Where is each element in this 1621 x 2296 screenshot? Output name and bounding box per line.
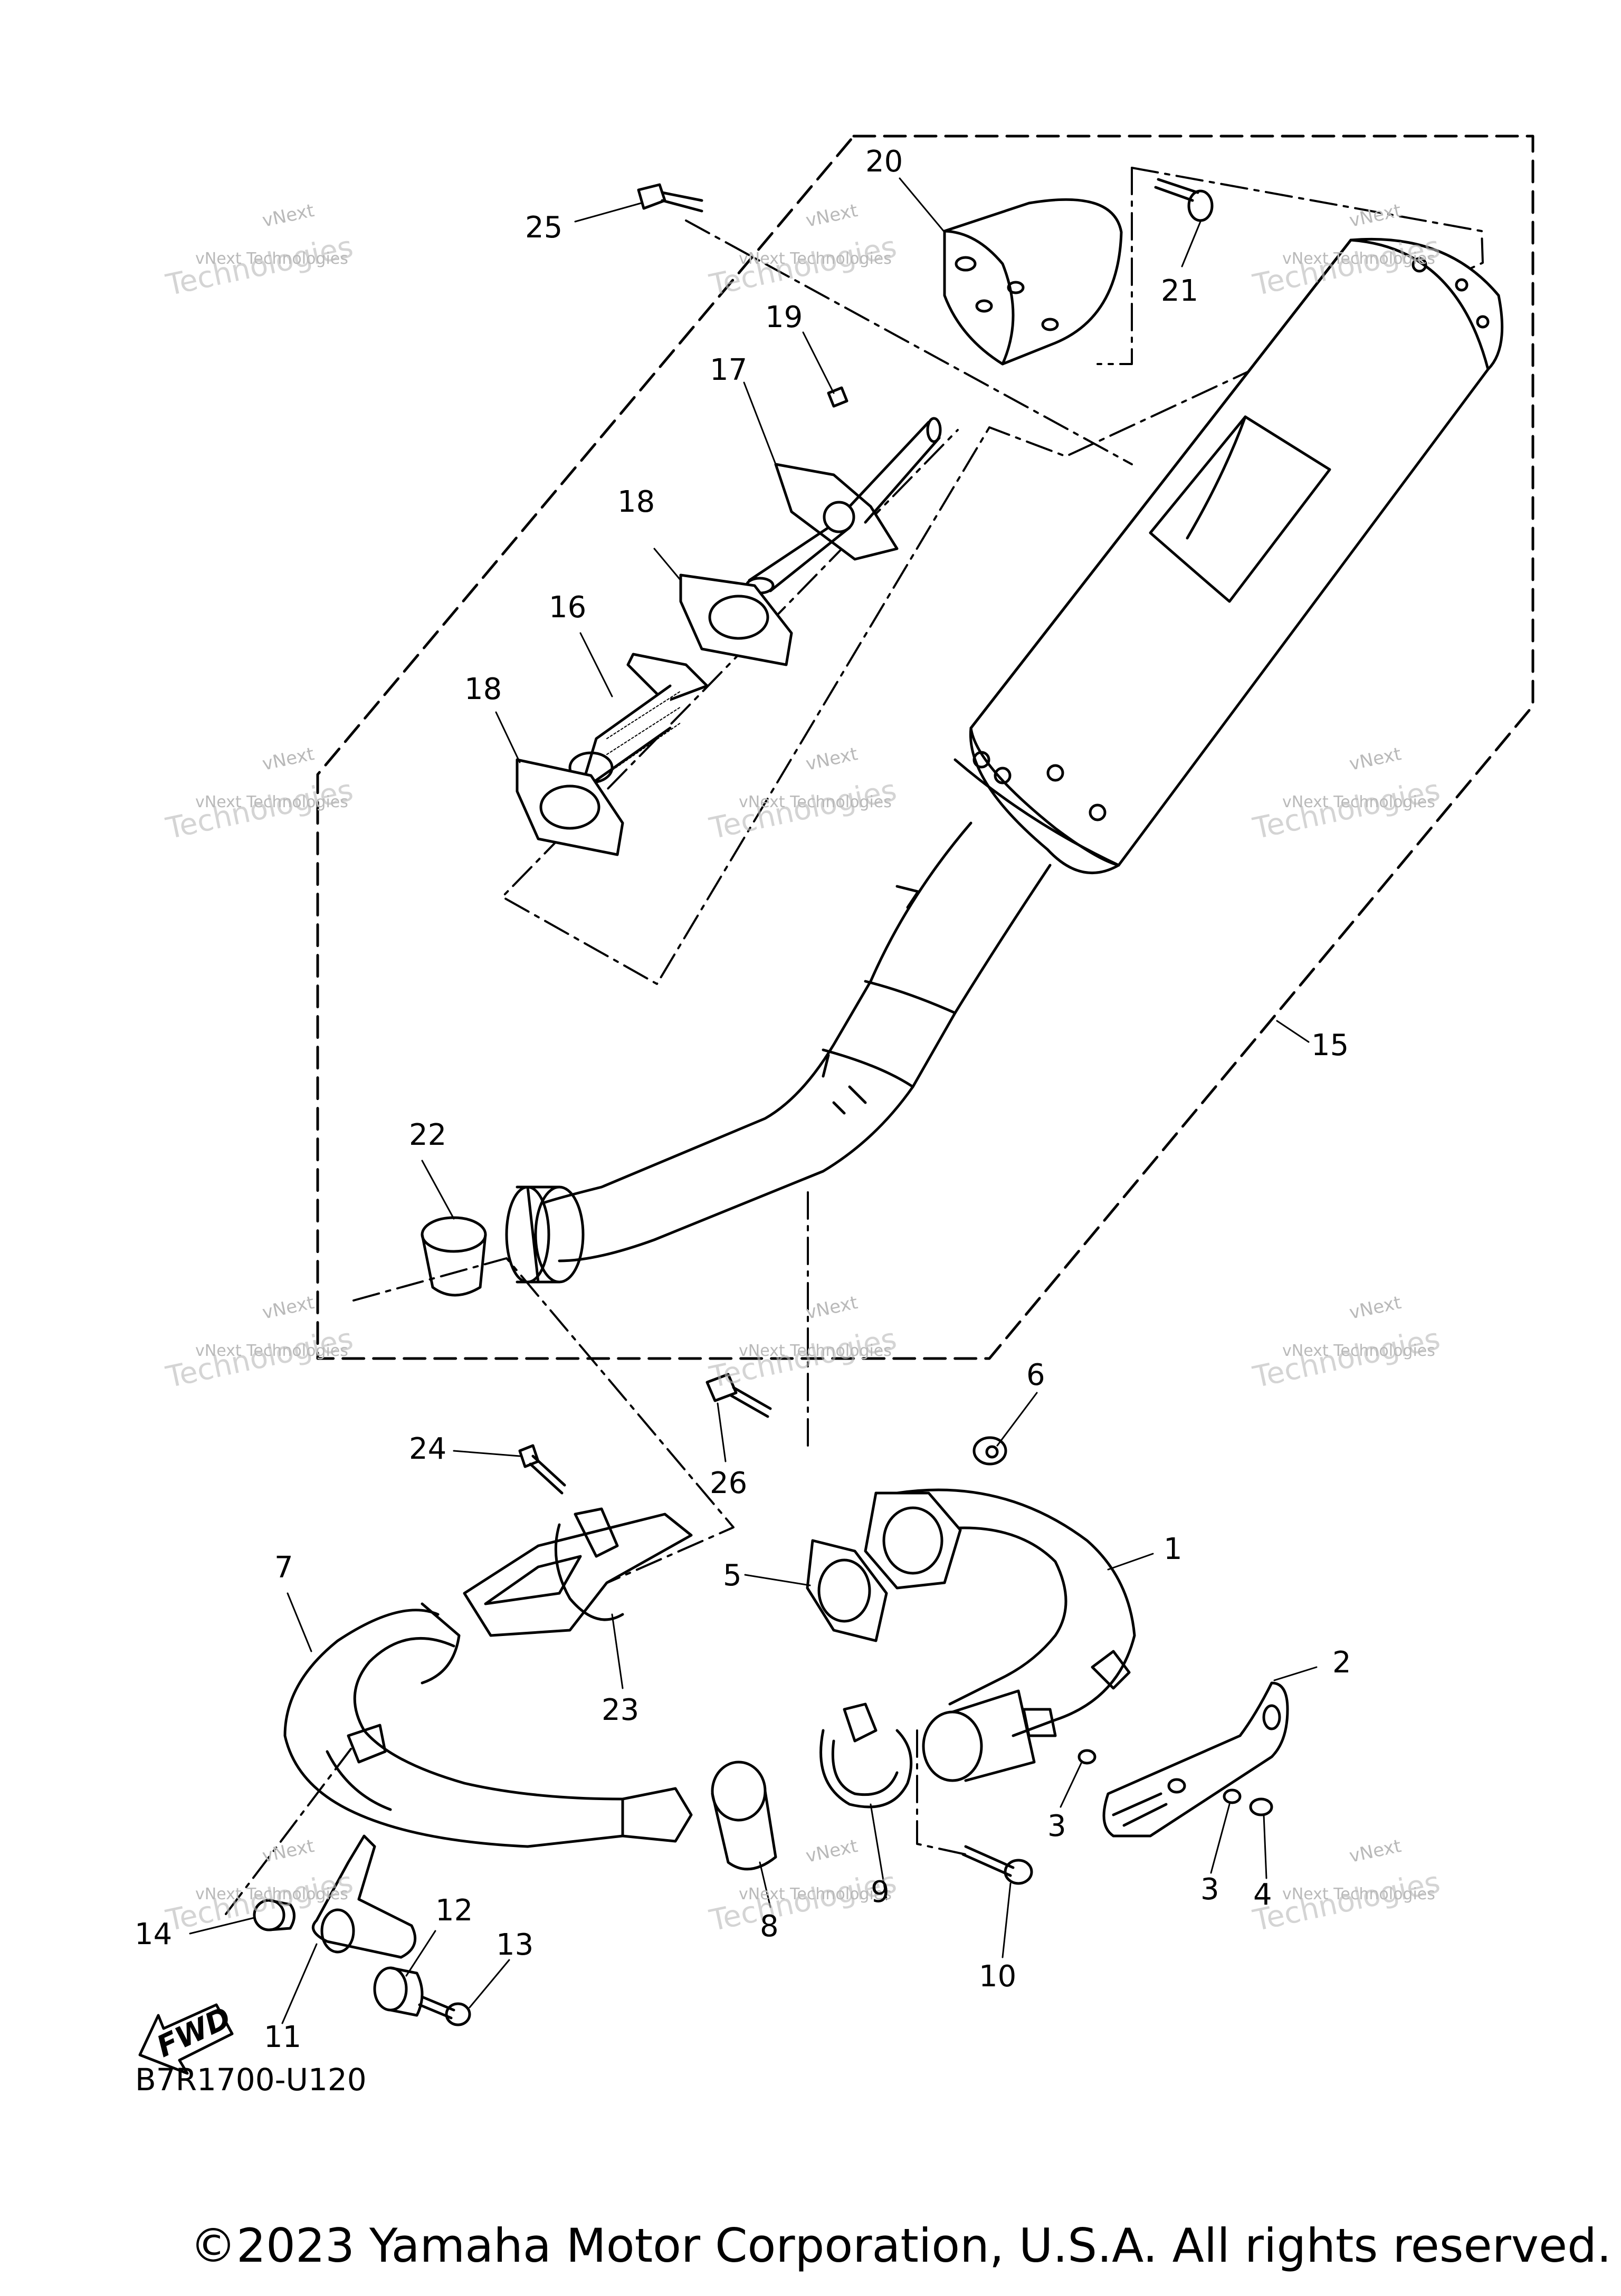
bolt-24 <box>518 1444 566 1495</box>
nut-6 <box>972 1436 1007 1466</box>
end-cap-20 <box>943 198 1123 366</box>
callout-23: 23 <box>602 1693 639 1727</box>
svg-text:vNext Technologies: vNext Technologies <box>1282 250 1435 268</box>
svg-text:vNext Technologies: vNext Technologies <box>1282 1342 1435 1360</box>
callout-24: 24 <box>409 1432 446 1466</box>
bolt-21 <box>1154 178 1214 222</box>
callout-7: 7 <box>274 1551 293 1585</box>
callout-12: 12 <box>435 1893 473 1928</box>
callout-10: 10 <box>979 1959 1016 1994</box>
fwd-arrow-icon <box>138 2003 234 2075</box>
diagram-code: B7R1700-U120 <box>135 2062 367 2098</box>
svg-text:vNext Technologies: vNext Technologies <box>1282 793 1435 811</box>
bolt-25 <box>637 183 703 213</box>
muffler-15 <box>953 237 1504 874</box>
svg-text:vNext: vNext <box>804 200 860 232</box>
inner-pipe-17 <box>745 417 942 595</box>
svg-text:Technologies: Technologies <box>1250 1322 1443 1395</box>
callout-1: 1 <box>1164 1532 1183 1566</box>
callout-6: 6 <box>1026 1358 1045 1392</box>
svg-text:Technologies: Technologies <box>163 229 356 303</box>
svg-text:vNext Technologies: vNext Technologies <box>195 250 348 268</box>
callout-14: 14 <box>135 1917 172 1951</box>
exhaust-pipe-7 <box>283 1602 693 1848</box>
svg-text:Technologies: Technologies <box>1250 1865 1443 1938</box>
gasket-18-upper <box>679 573 793 666</box>
callout-3b: 3 <box>1200 1872 1219 1907</box>
sleeve-8 <box>711 1761 777 1871</box>
callout-18b: 18 <box>464 672 502 706</box>
callout-19: 19 <box>765 300 803 334</box>
svg-text:vNext Technologies: vNext Technologies <box>739 793 892 811</box>
gasket-5 <box>806 1539 888 1642</box>
callout-labels: 1 2 3 3 4 5 6 7 8 9 10 11 12 13 14 15 16… <box>135 145 1351 2054</box>
svg-text:Technologies: Technologies <box>706 773 899 846</box>
sleeve-22 <box>421 1216 487 1297</box>
damper-12 <box>373 1966 424 2017</box>
callout-25: 25 <box>525 211 562 245</box>
bolt-4 <box>1249 1797 1273 1816</box>
svg-text:vNext Technologies: vNext Technologies <box>739 1885 892 1903</box>
header-pipe-1 <box>864 1488 1136 1782</box>
callout-11: 11 <box>264 2020 301 2054</box>
collar-14 <box>253 1899 295 1931</box>
leader-lines <box>189 177 1318 2024</box>
fwd-label: FWD <box>151 2001 236 2064</box>
callout-4: 4 <box>1253 1878 1272 1912</box>
svg-text:vNext: vNext <box>261 743 316 775</box>
svg-text:vNext Technologies: vNext Technologies <box>739 250 892 268</box>
protector-2 <box>1102 1681 1289 1838</box>
svg-text:Technologies: Technologies <box>706 1322 899 1395</box>
washer-3b <box>1223 1788 1242 1804</box>
svg-text:vNext: vNext <box>804 1292 860 1324</box>
callout-26: 26 <box>710 1466 747 1500</box>
svg-text:vNext: vNext <box>804 743 860 775</box>
svg-text:vNext Technologies: vNext Technologies <box>195 1885 348 1903</box>
insert-16 <box>568 653 709 793</box>
bracket-11 <box>311 1834 417 1959</box>
callout-17: 17 <box>710 353 747 387</box>
svg-text:Technologies: Technologies <box>1250 773 1443 846</box>
svg-text:vNext: vNext <box>1348 1835 1403 1867</box>
svg-text:vNext Technologies: vNext Technologies <box>1282 1885 1435 1903</box>
bolt-26 <box>705 1373 772 1418</box>
callout-18a: 18 <box>617 485 655 519</box>
svg-text:vNext: vNext <box>261 1835 316 1867</box>
bolt-10 <box>961 1845 1033 1885</box>
bolt-19 <box>827 386 848 408</box>
callout-5: 5 <box>723 1558 742 1593</box>
callout-16: 16 <box>549 590 586 625</box>
copyright-notice: ©2023 Yamaha Motor Corporation, U.S.A. A… <box>190 2218 1612 2273</box>
svg-text:Technologies: Technologies <box>706 229 899 303</box>
svg-text:Technologies: Technologies <box>163 773 356 846</box>
gasket-18-lower <box>516 758 624 856</box>
muffler-pipe <box>505 821 1052 1284</box>
callout-15: 15 <box>1311 1028 1349 1063</box>
callout-20: 20 <box>865 145 903 179</box>
svg-text:vNext: vNext <box>1348 743 1403 775</box>
callout-8: 8 <box>760 1909 779 1944</box>
svg-text:vNext: vNext <box>1348 1292 1403 1324</box>
svg-text:vNext: vNext <box>261 200 316 232</box>
bracket-23 <box>463 1507 693 1637</box>
group-boundary-15 <box>316 135 1534 1360</box>
callout-2: 2 <box>1332 1646 1351 1680</box>
svg-text:vNext: vNext <box>804 1835 860 1867</box>
svg-text:vNext: vNext <box>1348 200 1403 232</box>
svg-text:vNext: vNext <box>261 1292 316 1324</box>
svg-text:vNext Technologies: vNext Technologies <box>195 793 348 811</box>
svg-text:vNext Technologies: vNext Technologies <box>739 1342 892 1360</box>
washer-3a <box>1078 1749 1096 1765</box>
callout-22: 22 <box>409 1118 446 1152</box>
svg-text:Technologies: Technologies <box>163 1322 356 1395</box>
callout-9: 9 <box>871 1875 890 1909</box>
callout-13: 13 <box>496 1928 533 1962</box>
callout-21: 21 <box>1161 274 1198 308</box>
bolt-13 <box>418 1995 471 2026</box>
callout-3a: 3 <box>1047 1809 1066 1843</box>
svg-text:vNext Technologies: vNext Technologies <box>195 1342 348 1360</box>
clamp-9 <box>819 1702 913 1809</box>
